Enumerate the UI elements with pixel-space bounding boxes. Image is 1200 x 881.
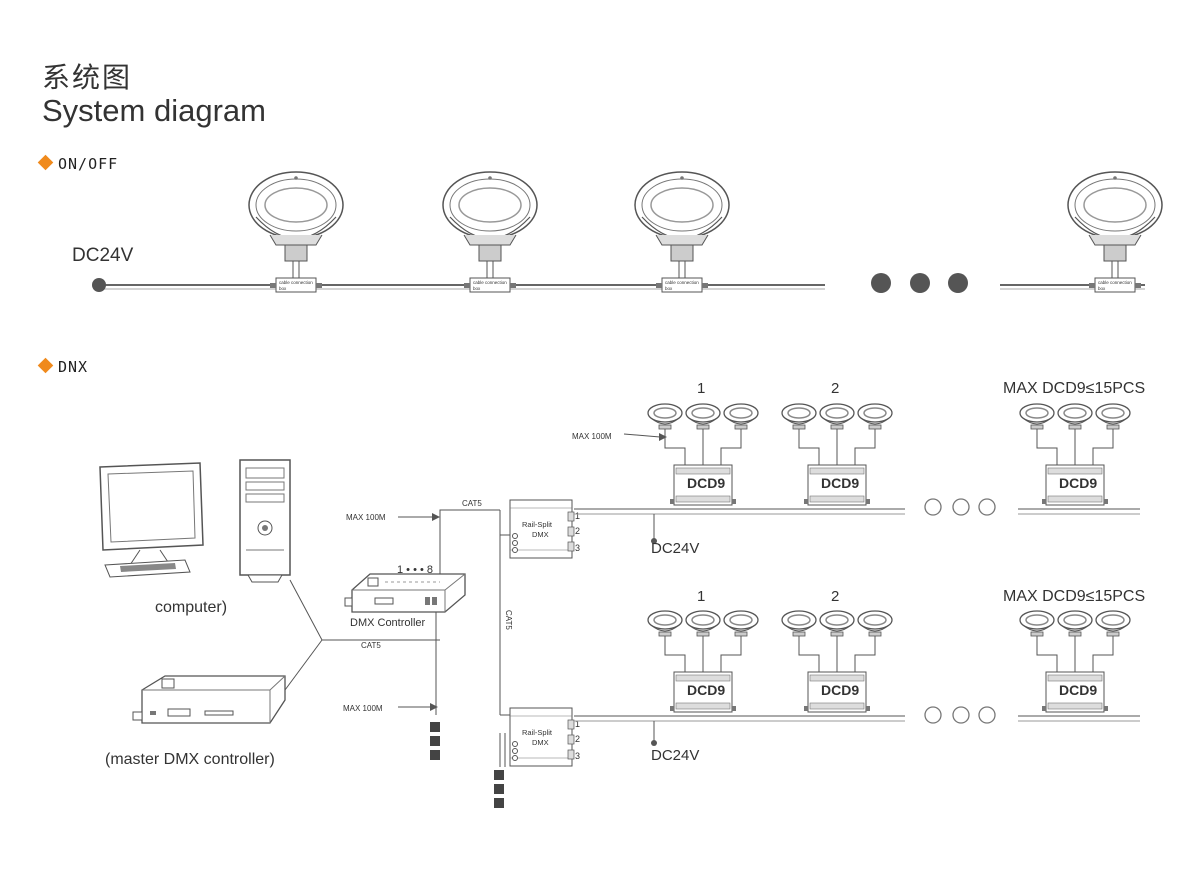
dcd9-label: DCD9 bbox=[687, 475, 725, 491]
terminator-plug-icon bbox=[494, 770, 504, 808]
onoff-light-n bbox=[1067, 171, 1163, 293]
dmx-bus-row-1 bbox=[574, 508, 1140, 544]
section-dmx-heading: DNX bbox=[37, 357, 89, 376]
cable-box-label-2: box bbox=[279, 286, 287, 291]
onoff-light-3 bbox=[634, 171, 730, 293]
splitter-port: 2 bbox=[575, 526, 580, 536]
master-controller-label: (master DMX controller) bbox=[105, 751, 275, 768]
dmx-continuation-row-2 bbox=[924, 706, 996, 724]
group-number: 2 bbox=[831, 380, 839, 397]
splitter-label: Rail-Split bbox=[522, 520, 553, 529]
tower-pc-icon bbox=[239, 459, 291, 583]
dcd9-label: DCD9 bbox=[1059, 682, 1097, 698]
dmx-controller-label: DMX Controller bbox=[350, 617, 426, 629]
group-number: 1 bbox=[697, 380, 705, 397]
section-onoff-label: ON/OFF bbox=[58, 155, 119, 173]
splitter-label-2: DMX bbox=[532, 738, 549, 747]
dmx-power-label: DC24V bbox=[651, 540, 699, 557]
splitter-port: 1 bbox=[575, 511, 580, 521]
page-title: System diagram bbox=[42, 93, 266, 128]
continuation-dot bbox=[910, 273, 930, 293]
dcd9-label: DCD9 bbox=[687, 682, 725, 698]
terminator-plug-icon bbox=[430, 722, 440, 760]
dcd9-label: DCD9 bbox=[1059, 475, 1097, 491]
dmx-continuation-row-1 bbox=[924, 498, 996, 516]
master-controller-icon bbox=[132, 675, 286, 724]
max-100m-label: MAX 100M bbox=[346, 513, 386, 522]
cable-box-label: cable connection bbox=[473, 280, 507, 285]
dmx-wiring bbox=[284, 433, 667, 767]
continuation-dot bbox=[871, 273, 891, 293]
cable-box-label-2: box bbox=[1098, 286, 1106, 291]
group-number: 1 bbox=[697, 588, 705, 605]
continuation-dot bbox=[948, 273, 968, 293]
cable-box-label: cable connection bbox=[279, 280, 313, 285]
cable-box-label: cable connection bbox=[1098, 280, 1132, 285]
onoff-light-1 bbox=[248, 171, 344, 293]
max-100m-label: MAX 100M bbox=[343, 704, 383, 713]
dcd9-label: DCD9 bbox=[821, 475, 859, 491]
group-number: 2 bbox=[831, 588, 839, 605]
cable-box-label: cable connection bbox=[665, 280, 699, 285]
cable-box-label-2: box bbox=[665, 286, 673, 291]
onoff-wiring bbox=[92, 278, 1145, 292]
dmx-bus-row-2 bbox=[574, 715, 1140, 746]
page-title-cn: 系统图 bbox=[42, 61, 133, 94]
onoff-power-label: DC24V bbox=[72, 245, 134, 266]
computer-label: computer) bbox=[155, 599, 227, 616]
dmx-power-label: DC24V bbox=[651, 747, 699, 764]
max-note: MAX DCD9≤15PCS bbox=[1003, 588, 1145, 605]
splitter-port: 3 bbox=[575, 543, 580, 553]
controller-ports-label: 1 • • • 8 bbox=[397, 564, 433, 576]
onoff-light-2 bbox=[442, 171, 538, 293]
cat5-label: CAT5 bbox=[361, 641, 381, 650]
max-100m-label: MAX 100M bbox=[572, 432, 612, 441]
rail-split-dmx-top bbox=[509, 499, 575, 559]
cat5-label-top: CAT5 bbox=[462, 499, 482, 508]
section-dmx-label: DNX bbox=[58, 358, 89, 376]
splitter-label-2: DMX bbox=[532, 530, 549, 539]
dmx-controller-icon bbox=[344, 573, 466, 613]
splitter-port: 1 bbox=[575, 719, 580, 729]
section-onoff-heading: ON/OFF bbox=[37, 154, 119, 173]
splitter-label: Rail-Split bbox=[522, 728, 553, 737]
cat5-label-vertical: CAT5 bbox=[504, 610, 513, 630]
monitor-icon bbox=[99, 462, 204, 578]
max-note: MAX DCD9≤15PCS bbox=[1003, 380, 1145, 397]
splitter-port: 2 bbox=[575, 734, 580, 744]
splitter-port: 3 bbox=[575, 751, 580, 761]
rail-split-dmx-bottom bbox=[509, 707, 575, 767]
dcd9-label: DCD9 bbox=[821, 682, 859, 698]
cable-box-label-2: box bbox=[473, 286, 481, 291]
